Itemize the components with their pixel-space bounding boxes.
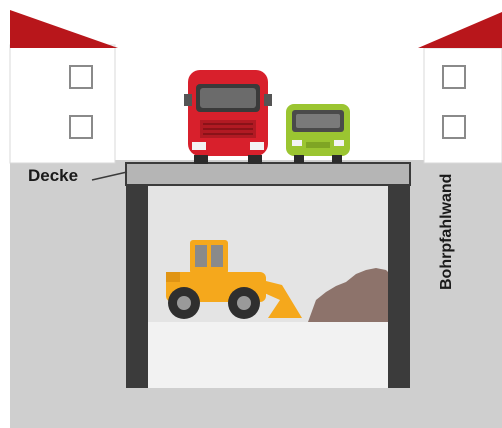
ceiling-slab bbox=[125, 162, 411, 186]
excavation-floor bbox=[148, 322, 388, 388]
pile-wall-label: Bohrpfahlwand bbox=[438, 173, 455, 290]
right-house-roof bbox=[418, 12, 502, 48]
right-house-window-bottom bbox=[442, 115, 466, 139]
left-house-roof bbox=[10, 10, 118, 48]
left-house-wall bbox=[9, 44, 116, 164]
wheel-loader bbox=[166, 240, 302, 319]
left-house-window-top bbox=[69, 65, 93, 89]
left-house bbox=[9, 10, 118, 164]
green-bus bbox=[286, 104, 350, 163]
red-truck bbox=[184, 70, 272, 164]
right-house-window-top bbox=[442, 65, 466, 89]
soil-heap bbox=[308, 268, 388, 322]
pile-wall-right bbox=[388, 182, 410, 388]
ceiling-leader-line bbox=[91, 171, 128, 181]
pile-wall-left bbox=[126, 182, 148, 388]
right-house bbox=[418, 12, 502, 164]
left-house-window-bottom bbox=[69, 115, 93, 139]
ceiling-label: Decke bbox=[28, 166, 79, 185]
